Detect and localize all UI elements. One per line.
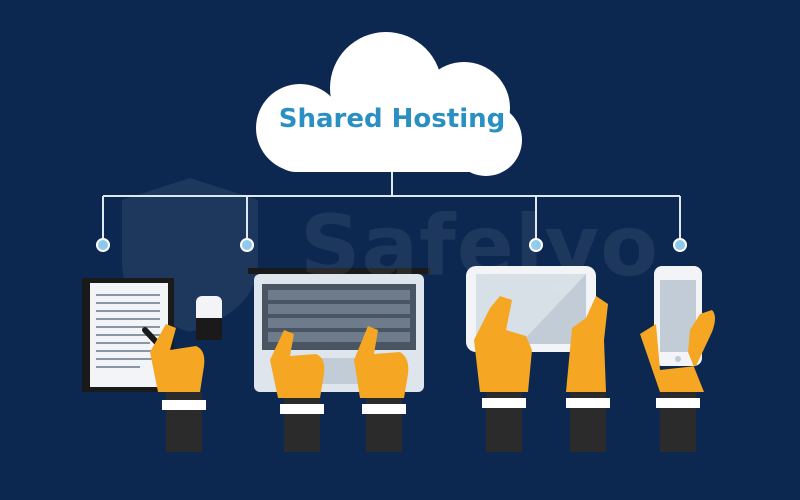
hand-4 xyxy=(474,296,532,452)
connector-lines xyxy=(102,172,681,244)
hand-6 xyxy=(640,310,715,452)
node-2 xyxy=(240,238,254,252)
cloud-icon xyxy=(256,32,522,176)
cloud-title: Shared Hosting xyxy=(278,104,506,134)
hand-5 xyxy=(566,296,610,452)
node-1 xyxy=(96,238,110,252)
hand-1 xyxy=(150,324,206,452)
hand-2 xyxy=(270,330,325,452)
node-4 xyxy=(673,238,687,252)
node-3 xyxy=(529,238,543,252)
hand-3 xyxy=(354,326,409,452)
connector-nodes xyxy=(96,238,687,252)
watermark-text: Safelyo xyxy=(300,197,659,295)
